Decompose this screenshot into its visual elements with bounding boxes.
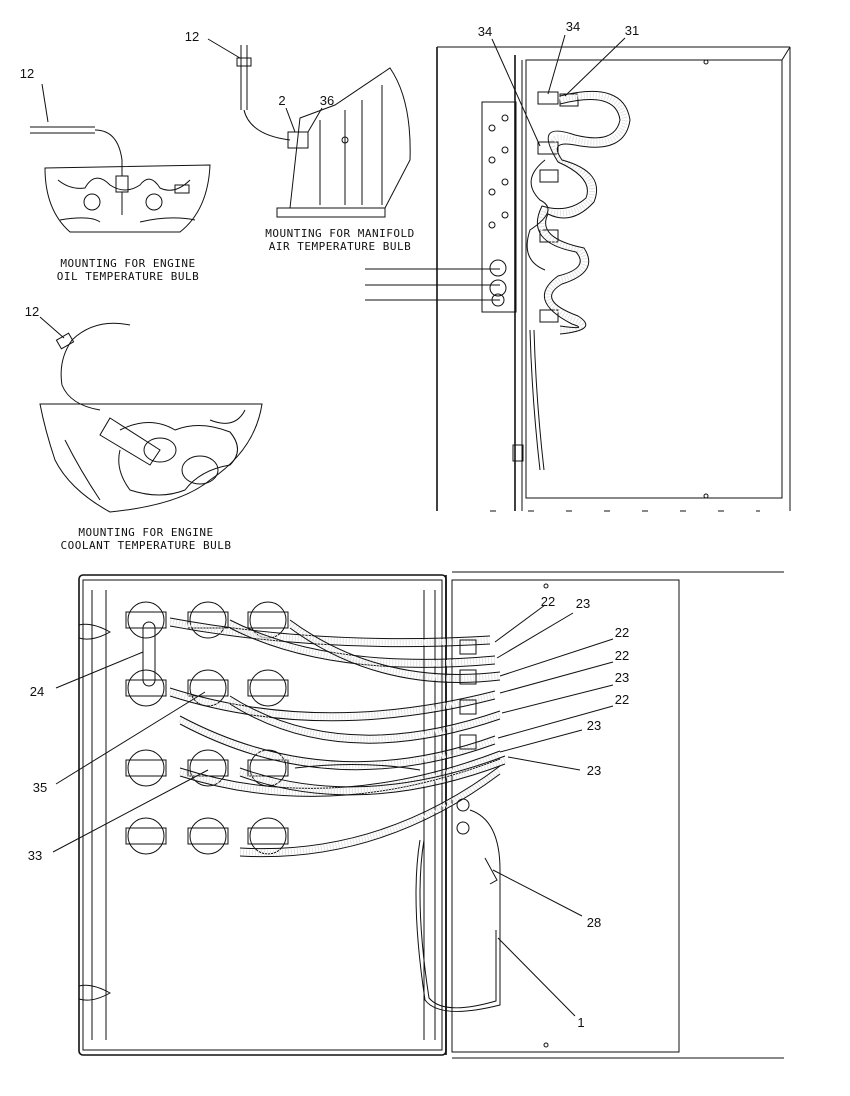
manifold-air-temperature-bulb-detail [236,45,411,218]
coolant-caption-line2: COOLANT TEMPERATURE BULB [61,539,232,552]
callout-28: 28 [587,915,601,930]
callout-2: 2 [278,93,285,108]
callout-35: 35 [33,780,47,795]
callout-22: 22 [615,625,629,640]
callout-23: 23 [615,670,629,685]
callout-22: 22 [615,648,629,663]
coolant-caption-line1: MOUNTING FOR ENGINE [78,526,213,539]
callout-36: 36 [320,93,334,108]
callout-1: 1 [577,1015,584,1030]
callout-12: 12 [25,304,39,319]
oil-caption-line2: OIL TEMPERATURE BULB [57,270,199,283]
callout-23: 23 [587,763,601,778]
oil-caption-line1: MOUNTING FOR ENGINE [60,257,195,270]
callout-23: 23 [576,596,590,611]
callout-34: 34 [566,19,580,34]
callout-12: 12 [20,66,34,81]
callout-23: 23 [587,718,601,733]
gauge-panel-front-view [78,571,784,1059]
manifold-caption-line2: AIR TEMPERATURE BULB [269,240,411,253]
callout-22: 22 [615,692,629,707]
callout-12: 12 [185,29,199,44]
gauge-panel-side-view [365,46,791,512]
coolant-temperature-bulb-detail [39,322,263,513]
callout-33: 33 [28,848,42,863]
callout-34: 34 [478,24,492,39]
callout-31: 31 [625,23,639,38]
oil-temperature-bulb-detail [30,126,211,233]
callout-24: 24 [30,684,44,699]
leader-lines [39,34,626,1017]
manifold-caption-line1: MOUNTING FOR MANIFOLD [265,227,415,240]
callout-22: 22 [541,594,555,609]
